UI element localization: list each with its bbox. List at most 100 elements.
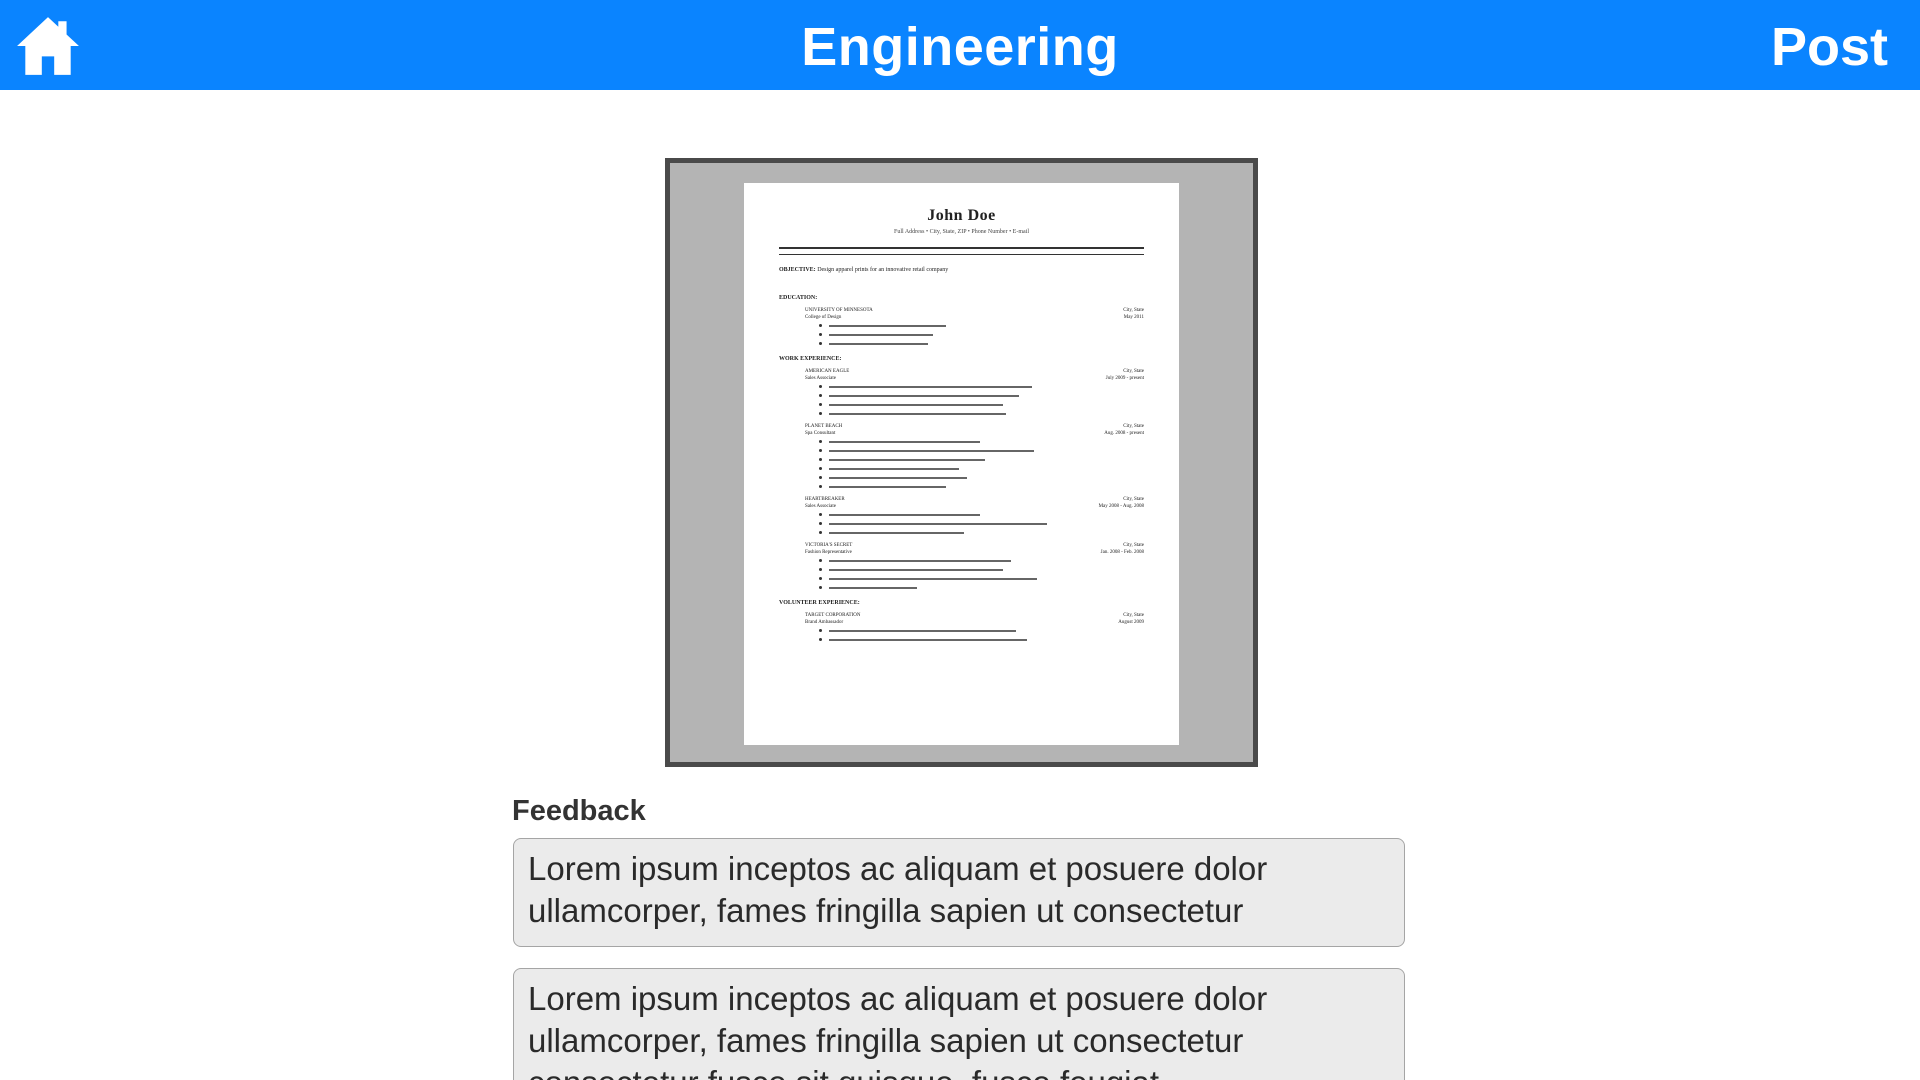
resume-bullet-line <box>829 513 980 516</box>
resume-bullet-line <box>829 403 1004 406</box>
resume-bullet-line <box>829 333 933 336</box>
resume-bullet-line <box>829 412 1006 415</box>
resume-bullet-line <box>829 629 1017 632</box>
resume-bullet-line <box>829 476 967 479</box>
resume-entry-dates: May 2008 - Aug. 2008 <box>1098 504 1144 509</box>
resume-bullet <box>819 583 1144 592</box>
bullet-dot-icon <box>819 342 822 345</box>
resume-entry-subheader: College of Design May 2011 <box>805 314 1144 321</box>
resume-name: John Doe <box>927 207 996 224</box>
resume-bullet-line <box>829 394 1019 397</box>
resume-preview[interactable]: John Doe Full Address • City, State, ZIP… <box>665 158 1258 767</box>
resume-entry-dates: July 2009 - present <box>1105 376 1144 381</box>
resume-entry-location: City, State <box>1123 543 1144 548</box>
resume-entry-org: VICTORIA'S SECRET <box>805 543 853 548</box>
feedback-item[interactable]: Lorem ipsum inceptos ac aliquam et posue… <box>513 968 1405 1080</box>
bullet-dot-icon <box>819 394 822 397</box>
resume-bullet-line <box>829 449 1035 452</box>
bullet-dot-icon <box>819 324 822 327</box>
resume-contact: Full Address • City, State, ZIP • Phone … <box>893 229 1029 235</box>
resume-bullet <box>819 464 1144 473</box>
bullet-dot-icon <box>819 412 822 415</box>
bullet-dot-icon <box>819 476 822 479</box>
resume-bullet <box>819 339 1144 348</box>
bullet-dot-icon <box>819 586 822 589</box>
bullet-dot-icon <box>819 629 822 632</box>
resume-entry-org: AMERICAN EAGLE <box>805 369 850 374</box>
resume-entry-location: City, State <box>1123 369 1144 374</box>
resume-entry-org: PLANET BEACH <box>805 424 843 429</box>
resume-entry-header: PLANET BEACH City, State <box>805 423 1144 430</box>
resume-bullet <box>819 510 1144 519</box>
bullet-dot-icon <box>819 559 822 562</box>
resume-bullet <box>819 519 1144 528</box>
resume-entry-location: City, State <box>1123 613 1144 618</box>
bullet-dot-icon <box>819 513 822 516</box>
resume-entry-role: Spa Consultant <box>805 431 836 436</box>
resume-bullet-line <box>829 586 918 589</box>
resume-bullet-line <box>829 342 928 345</box>
resume-entry-subheader: Sales Associate May 2008 - Aug. 2008 <box>805 503 1144 510</box>
resume-bullet-line <box>829 522 1048 525</box>
objective-label: OBJECTIVE: <box>779 267 816 273</box>
resume-section-heading: EDUCATION: <box>779 295 818 301</box>
top-navigation-bar: Engineering Post <box>0 0 1920 90</box>
resume-entry-role: Brand Ambassador <box>805 620 844 625</box>
resume-entry-location: City, State <box>1123 308 1144 313</box>
resume-bullet <box>819 409 1144 418</box>
resume-entry-role: College of Design <box>805 315 842 320</box>
resume-entry-header: VICTORIA'S SECRET City, State <box>805 542 1144 549</box>
feedback-item[interactable]: Lorem ipsum inceptos ac aliquam et posue… <box>513 838 1405 947</box>
bullet-dot-icon <box>819 531 822 534</box>
resume-bullet <box>819 635 1144 644</box>
resume-bullet <box>819 400 1144 409</box>
page-title: Engineering <box>801 17 1119 77</box>
bullet-dot-icon <box>819 333 822 336</box>
resume-bullet-line <box>829 467 959 470</box>
resume-bullet <box>819 391 1144 400</box>
resume-bullet <box>819 626 1144 635</box>
resume-bullet <box>819 321 1144 330</box>
resume-entry-dates: Aug. 2008 - present <box>1104 431 1144 436</box>
resume-entry-location: City, State <box>1123 497 1144 502</box>
resume-divider <box>779 247 1144 255</box>
resume-bullet <box>819 565 1144 574</box>
resume-bullet <box>819 455 1144 464</box>
resume-entry-role: Sales Associate <box>805 504 836 509</box>
resume-entry-dates: Jan. 2008 - Feb. 2008 <box>1100 550 1144 555</box>
bullet-dot-icon <box>819 568 822 571</box>
resume-bullet <box>819 473 1144 482</box>
resume-bullet <box>819 574 1144 583</box>
resume-bullet <box>819 437 1144 446</box>
resume-bullet-line <box>829 440 980 443</box>
resume-bullet-line <box>829 485 946 488</box>
resume-bullet-line <box>829 577 1037 580</box>
resume-bullet-line <box>829 568 1004 571</box>
resume-bullet <box>819 528 1144 537</box>
bullet-dot-icon <box>819 403 822 406</box>
home-button[interactable] <box>14 12 82 80</box>
objective-text: Design apparel prints for an innovative … <box>817 267 949 273</box>
resume-bullet-line <box>829 638 1027 641</box>
resume-section-heading: WORK EXPERIENCE: <box>779 356 842 362</box>
resume-entry-location: City, State <box>1123 424 1144 429</box>
resume-entry-dates: May 2011 <box>1123 315 1144 320</box>
resume-bullet <box>819 446 1144 455</box>
bullet-dot-icon <box>819 638 822 641</box>
bullet-dot-icon <box>819 449 822 452</box>
post-button[interactable]: Post <box>1770 17 1888 77</box>
resume-bullet-line <box>829 531 965 534</box>
resume-section-heading: VOLUNTEER EXPERIENCE: <box>779 600 860 606</box>
home-icon <box>17 17 79 75</box>
